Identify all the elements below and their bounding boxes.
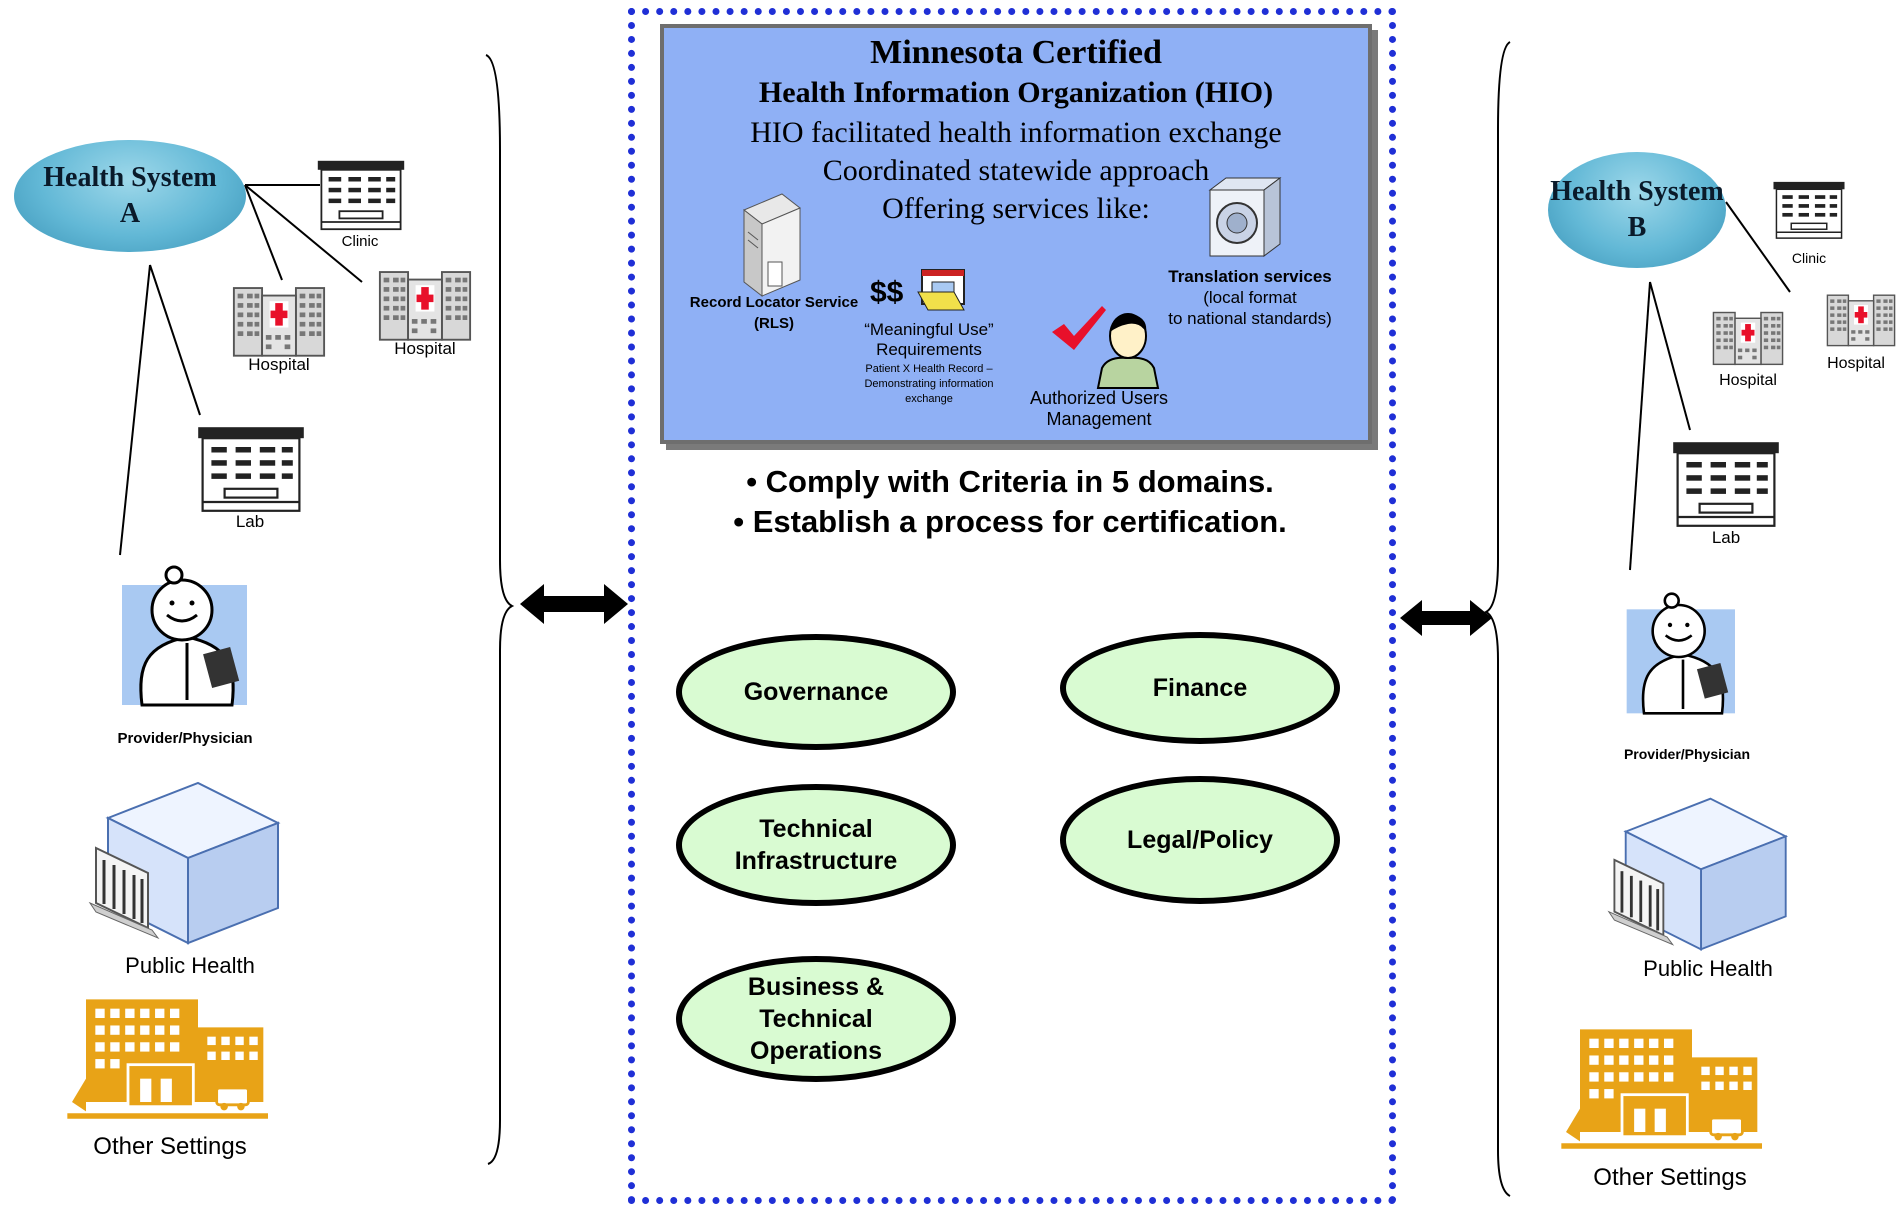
left-side-group: Health System A Clinic Hospital Hospital… xyxy=(0,0,520,1212)
translation-device-icon xyxy=(1208,177,1282,257)
mu-small1: Patient X Health Record – xyxy=(865,363,993,375)
mu-small3: exchange xyxy=(905,393,953,405)
left-connector-lines xyxy=(119,54,515,1165)
health-system-b[interactable]: Health System B xyxy=(1548,152,1726,268)
domain-line: Operations xyxy=(750,1037,882,1065)
bullet-item: • Comply with Criteria in 5 domains. xyxy=(746,464,1274,499)
domain-technical-infrastructure[interactable]: Technical Infrastructure xyxy=(676,784,956,906)
users-line2: Management xyxy=(1046,409,1152,429)
hospital-icon xyxy=(378,265,472,343)
rls-line1: Record Locator Service xyxy=(689,294,859,311)
health-system-b-line2: B xyxy=(1627,212,1647,243)
domain-finance[interactable]: Finance xyxy=(1060,632,1340,744)
domain-business-technical-operations[interactable]: Business & Technical Operations xyxy=(676,956,956,1082)
other-settings-label: Other Settings xyxy=(93,1133,247,1160)
health-system-b-line1: Health System xyxy=(1550,176,1724,207)
clinic-label: Clinic xyxy=(341,233,379,250)
translation-line2: (local format xyxy=(1203,288,1297,307)
user-icon xyxy=(1096,313,1160,389)
clinic-icon xyxy=(1772,172,1846,248)
lab-label: Lab xyxy=(235,512,265,531)
domain-legal-policy[interactable]: Legal/Policy xyxy=(1060,776,1340,904)
domain-line: Technical xyxy=(759,1005,873,1033)
translation-title: Translation services xyxy=(1168,267,1332,286)
hospital-label: Hospital xyxy=(1827,355,1885,372)
physician-icon xyxy=(112,565,262,715)
hio-title: Minnesota Certified xyxy=(870,34,1162,71)
meaningful-use-label: “Meaningful Use” Requirements xyxy=(834,320,1024,360)
public-health-label: Public Health xyxy=(125,953,255,978)
public-health-label: Public Health xyxy=(1643,956,1773,981)
hio-line1: HIO facilitated health information excha… xyxy=(750,116,1282,149)
hospital-icon xyxy=(1712,298,1784,376)
health-system-a-line1: Health System xyxy=(43,162,217,193)
bullet-list: • Comply with Criteria in 5 domains. • E… xyxy=(640,462,1380,542)
lab-icon xyxy=(172,425,330,513)
other-settings-icon xyxy=(1554,1020,1774,1160)
translation-line3: to national standards) xyxy=(1168,309,1332,328)
public-health-icon xyxy=(1606,794,1796,954)
public-health-icon xyxy=(88,778,288,948)
hospital-label: Hospital xyxy=(248,355,310,374)
hospital-icon xyxy=(1826,280,1896,358)
rls-label: Record Locator Service (RLS) xyxy=(684,292,864,334)
checkmark-icon xyxy=(1052,306,1106,350)
mu-line2: Requirements xyxy=(876,340,982,359)
hio-frame xyxy=(628,8,1396,1204)
provider-label: Provider/Physician xyxy=(117,730,253,747)
dollar-icon: $$ xyxy=(870,276,904,309)
domain-governance[interactable]: Governance xyxy=(676,634,956,750)
users-label: Authorized Users Management xyxy=(994,388,1204,430)
hio-line3: Offering services like: xyxy=(882,192,1150,225)
rls-line2: (RLS) xyxy=(754,315,794,332)
meaningful-use-note: Patient X Health Record – Demonstrating … xyxy=(834,362,1024,407)
lab-label: Lab xyxy=(1711,528,1741,547)
other-settings-icon xyxy=(60,990,280,1130)
mu-line1: “Meaningful Use” xyxy=(864,320,994,339)
left-double-arrow xyxy=(520,584,628,624)
hio-subtitle: Health Information Organization (HIO) xyxy=(758,76,1274,109)
physician-icon xyxy=(1618,582,1748,732)
record-icon xyxy=(917,269,965,311)
domain-line: Infrastructure xyxy=(734,847,898,875)
clinic-icon xyxy=(316,155,406,235)
mu-small2: Demonstrating information xyxy=(864,378,994,390)
hio-line2: Coordinated statewide approach xyxy=(822,154,1210,187)
health-system-a[interactable]: Health System A xyxy=(14,140,246,252)
translation-label: Translation services (local format to na… xyxy=(1130,266,1370,329)
provider-label: Provider/Physician xyxy=(1623,746,1751,762)
domain-line: Business & xyxy=(747,973,885,1001)
right-connector-lines xyxy=(1483,41,1791,1197)
right-side-group: Health System B Clinic Hospital Hospital… xyxy=(1483,0,1898,1212)
right-double-arrow xyxy=(1400,600,1492,636)
hospital-label: Hospital xyxy=(1719,372,1777,389)
health-system-a-line2: A xyxy=(119,198,141,229)
hospital-label: Hospital xyxy=(394,339,456,358)
bullet-item: • Establish a process for certification. xyxy=(733,504,1287,539)
hospital-icon xyxy=(232,280,326,360)
hio-panel: Minnesota Certified Health Information O… xyxy=(660,24,1372,444)
lab-icon xyxy=(1666,440,1786,528)
server-icon xyxy=(743,193,801,298)
clinic-label: Clinic xyxy=(1791,250,1827,266)
users-line1: Authorized Users xyxy=(1029,388,1169,408)
domain-line: Technical xyxy=(759,815,873,843)
other-settings-label: Other Settings xyxy=(1593,1164,1747,1191)
